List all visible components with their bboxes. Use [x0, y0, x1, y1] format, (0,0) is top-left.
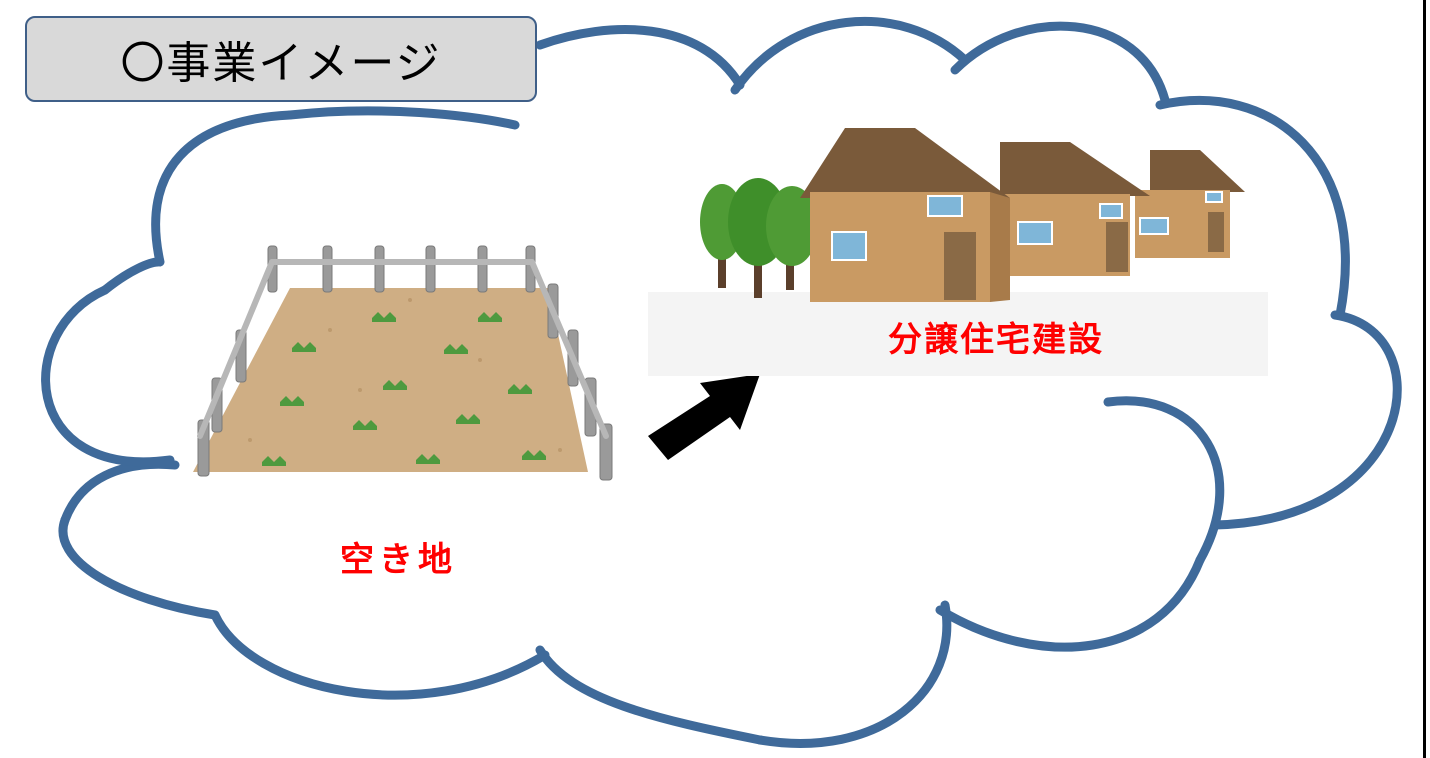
before-label: 空き地 [340, 540, 457, 580]
thought-cloud [41, 16, 1402, 748]
arrow-icon [648, 374, 760, 460]
houses-icon [648, 128, 1268, 376]
right-border-line [1423, 0, 1426, 758]
title-box: 〇事業イメージ [25, 16, 537, 102]
after-label: 分譲住宅建設 [888, 320, 1104, 360]
vacant-lot-icon [193, 245, 613, 481]
title-text: 〇事業イメージ [120, 38, 442, 89]
